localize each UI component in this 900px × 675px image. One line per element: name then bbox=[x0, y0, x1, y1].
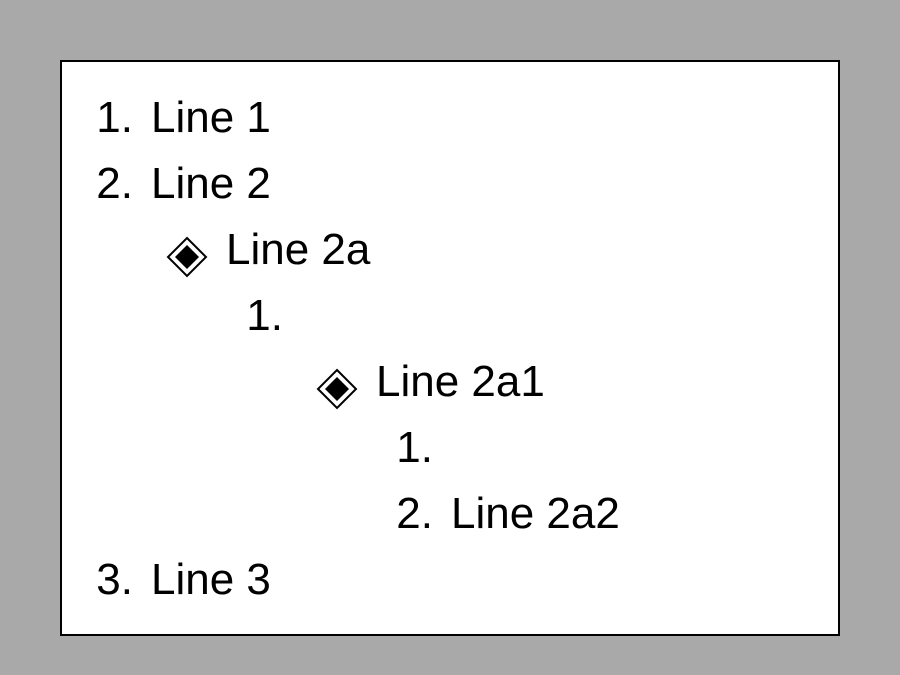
diamond-bullet-icon bbox=[316, 368, 358, 410]
list-item: 1. Line 1 bbox=[96, 88, 271, 148]
list-item-text: Line 2a2 bbox=[451, 489, 620, 538]
list-item: 2. Line 2 bbox=[96, 154, 271, 214]
list-number: 1. bbox=[246, 291, 283, 340]
list-item-text: Line 3 bbox=[151, 555, 271, 604]
document-page: 1. Line 1 2. Line 2 Line 2a 1. Line 2a1 … bbox=[60, 60, 840, 636]
list-item: 3. Line 3 bbox=[96, 550, 271, 610]
list-number: 3. bbox=[96, 555, 133, 604]
list-number: 2. bbox=[396, 489, 433, 538]
list-item-text: Line 2 bbox=[151, 159, 271, 208]
list-item-text: Line 2a1 bbox=[376, 357, 545, 406]
list-item: 2. Line 2a2 bbox=[396, 484, 620, 544]
list-item-text: Line 1 bbox=[151, 93, 271, 142]
list-item-text: Line 2a bbox=[226, 225, 371, 274]
list-item: Line 2a1 bbox=[316, 352, 545, 412]
list-number: 2. bbox=[96, 159, 133, 208]
list-number: 1. bbox=[396, 423, 433, 472]
list-number: 1. bbox=[96, 93, 133, 142]
list-item: Line 2a bbox=[166, 220, 371, 280]
diamond-bullet-icon bbox=[166, 236, 208, 278]
